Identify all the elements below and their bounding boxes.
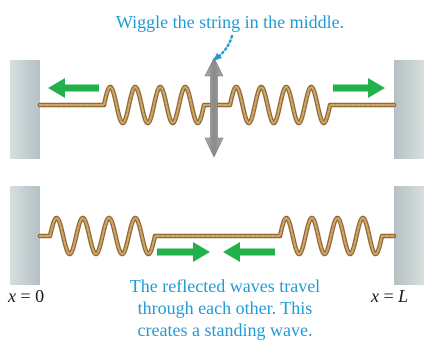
dotted-pointer-arrowhead — [213, 53, 222, 61]
bottom-caption-line-2: through each other. This — [138, 298, 313, 318]
green-arrow-left-bottom — [223, 242, 275, 262]
left-wall-bottom — [10, 186, 40, 285]
green-arrow-left-top — [48, 78, 99, 98]
label-x-equals-L: x = L — [370, 286, 408, 306]
green-arrow-right-top — [333, 78, 385, 98]
left-wall-top — [10, 60, 40, 159]
top-caption: Wiggle the string in the middle. — [116, 12, 344, 32]
right-wall-top — [394, 60, 424, 159]
bottom-string — [40, 218, 394, 254]
right-wall-bottom — [394, 186, 424, 285]
double-headed-vertical-arrow-icon — [205, 58, 223, 157]
label-x-equals-0: x = 0 — [7, 286, 44, 306]
dotted-pointer-arrow-icon — [218, 36, 232, 57]
bottom-caption-line-3: creates a standing wave. — [138, 320, 313, 340]
bottom-caption-line-1: The reflected waves travel — [130, 276, 320, 296]
green-arrow-right-bottom — [157, 242, 210, 262]
